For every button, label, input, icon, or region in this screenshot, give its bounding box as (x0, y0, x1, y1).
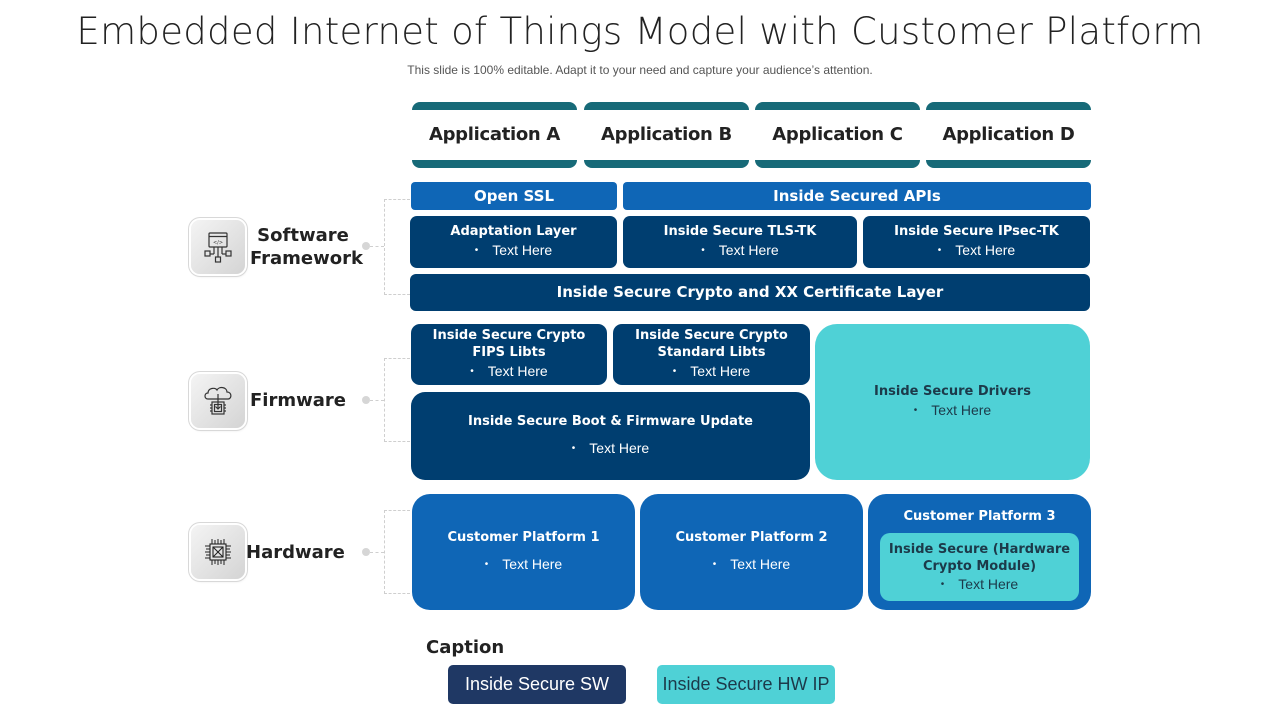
connector-dot (362, 242, 370, 250)
tab-bar-bottom (584, 160, 749, 168)
box-title: Adaptation Layer (450, 224, 577, 239)
box-title: Inside Secure Boot & Firmware Update (467, 414, 753, 429)
secure-drivers-box: Inside Secure Drivers Text Here (815, 324, 1090, 480)
box-bullet: Text Here (485, 554, 562, 575)
box-bullet: Text Here (914, 400, 991, 421)
connector-dot (362, 548, 370, 556)
tab-bar-top (584, 102, 749, 110)
customer-platform-2-box: Customer Platform 2 Text Here (640, 494, 863, 610)
chip-icon (191, 525, 245, 579)
svg-text:</>: </> (213, 240, 223, 246)
box-title: Customer Platform 1 (447, 530, 600, 545)
customer-platform-1-box: Customer Platform 1 Text Here (412, 494, 635, 610)
box-title: Customer Platform 3 (903, 509, 1056, 524)
connector-line (370, 246, 384, 247)
caption-title: Caption (426, 637, 505, 658)
box-title-line2: Crypto Module) (922, 558, 1037, 574)
box-title: Inside Secured APIs (773, 186, 941, 205)
legend-inside-secure-sw: Inside Secure SW (448, 665, 626, 704)
box-title-line2: FIPS Libts (472, 345, 546, 360)
application-label: Application B (601, 124, 732, 145)
box-title: Customer Platform 2 (675, 530, 828, 545)
box-title: Inside Secure Crypto and XX Certificate … (556, 283, 944, 301)
software-framework-icon: </> (191, 220, 245, 274)
box-title: Open SSL (473, 186, 555, 205)
box-bullet: Text Here (475, 240, 552, 261)
legend-label: Inside Secure HW IP (662, 674, 830, 694)
connector-line (370, 552, 384, 553)
application-c: Application C (755, 102, 920, 168)
box-bullet: Text Here (941, 575, 1018, 594)
tab-bar-bottom (412, 160, 577, 168)
tab-bar-top (755, 102, 920, 110)
ipsec-tk-box: Inside Secure IPsec-TK Text Here (863, 216, 1090, 268)
secured-apis-box: Inside Secured APIs (623, 182, 1091, 210)
open-ssl-box: Open SSL (411, 182, 617, 210)
box-title-line1: Inside Secure Crypto (635, 328, 788, 343)
cloud-firmware-icon (191, 374, 245, 428)
category-label-line1: Software (257, 225, 349, 246)
connector-bracket (384, 358, 410, 442)
box-bullet: Text Here (572, 438, 649, 459)
tab-bar-bottom (755, 160, 920, 168)
adaptation-layer-box: Adaptation Layer Text Here (410, 216, 617, 268)
category-firmware: Firmware (250, 390, 346, 411)
tab-bar-top (412, 102, 577, 110)
crypto-certificate-layer-box: Inside Secure Crypto and XX Certificate … (410, 274, 1090, 311)
category-label-line2: Framework (250, 248, 363, 269)
boot-firmware-update-box: Inside Secure Boot & Firmware Update Tex… (411, 392, 810, 480)
category-software-framework: Software Framework (250, 224, 363, 270)
application-label: Application D (942, 124, 1075, 145)
legend-inside-secure-hw-ip: Inside Secure HW IP (657, 665, 835, 704)
connector-bracket (384, 199, 410, 295)
category-hardware: Hardware (246, 542, 345, 563)
box-title-line1: Inside Secure (Hardware (888, 541, 1071, 557)
box-bullet: Text Here (713, 554, 790, 575)
slide-title: Embedded Internet of Things Model with C… (76, 10, 1204, 53)
connector-dot (362, 396, 370, 404)
legend-label: Inside Secure SW (464, 674, 610, 694)
application-b: Application B (584, 102, 749, 168)
hardware-crypto-module-box: Inside Secure (Hardware Crypto Module) T… (880, 533, 1079, 601)
application-a: Application A (412, 102, 577, 168)
standard-libts-box: Inside Secure Crypto Standard Libts Text… (613, 324, 810, 385)
application-label: Application A (428, 124, 561, 145)
connector-line (370, 400, 384, 401)
box-bullet: Text Here (701, 240, 779, 261)
box-bullet: Text Here (938, 240, 1015, 261)
connector-bracket (384, 510, 410, 594)
box-title: Inside Secure TLS-TK (663, 224, 817, 239)
tab-bar-bottom (926, 160, 1091, 168)
box-title-line1: Inside Secure Crypto (432, 328, 586, 343)
box-title: Inside Secure Drivers (874, 384, 1031, 399)
tls-tk-box: Inside Secure TLS-TK Text Here (623, 216, 857, 268)
application-label: Application C (772, 124, 903, 145)
box-title: Inside Secure IPsec-TK (894, 224, 1059, 239)
slide-subtitle: This slide is 100% editable. Adapt it to… (407, 63, 873, 77)
box-title-line2: Standard Libts (657, 345, 766, 360)
box-bullet: Text Here (673, 361, 750, 382)
application-d: Application D (926, 102, 1091, 168)
tab-bar-top (926, 102, 1091, 110)
fips-libts-box: Inside Secure Crypto FIPS Libts Text Her… (411, 324, 607, 385)
box-bullet: Text Here (470, 361, 548, 382)
